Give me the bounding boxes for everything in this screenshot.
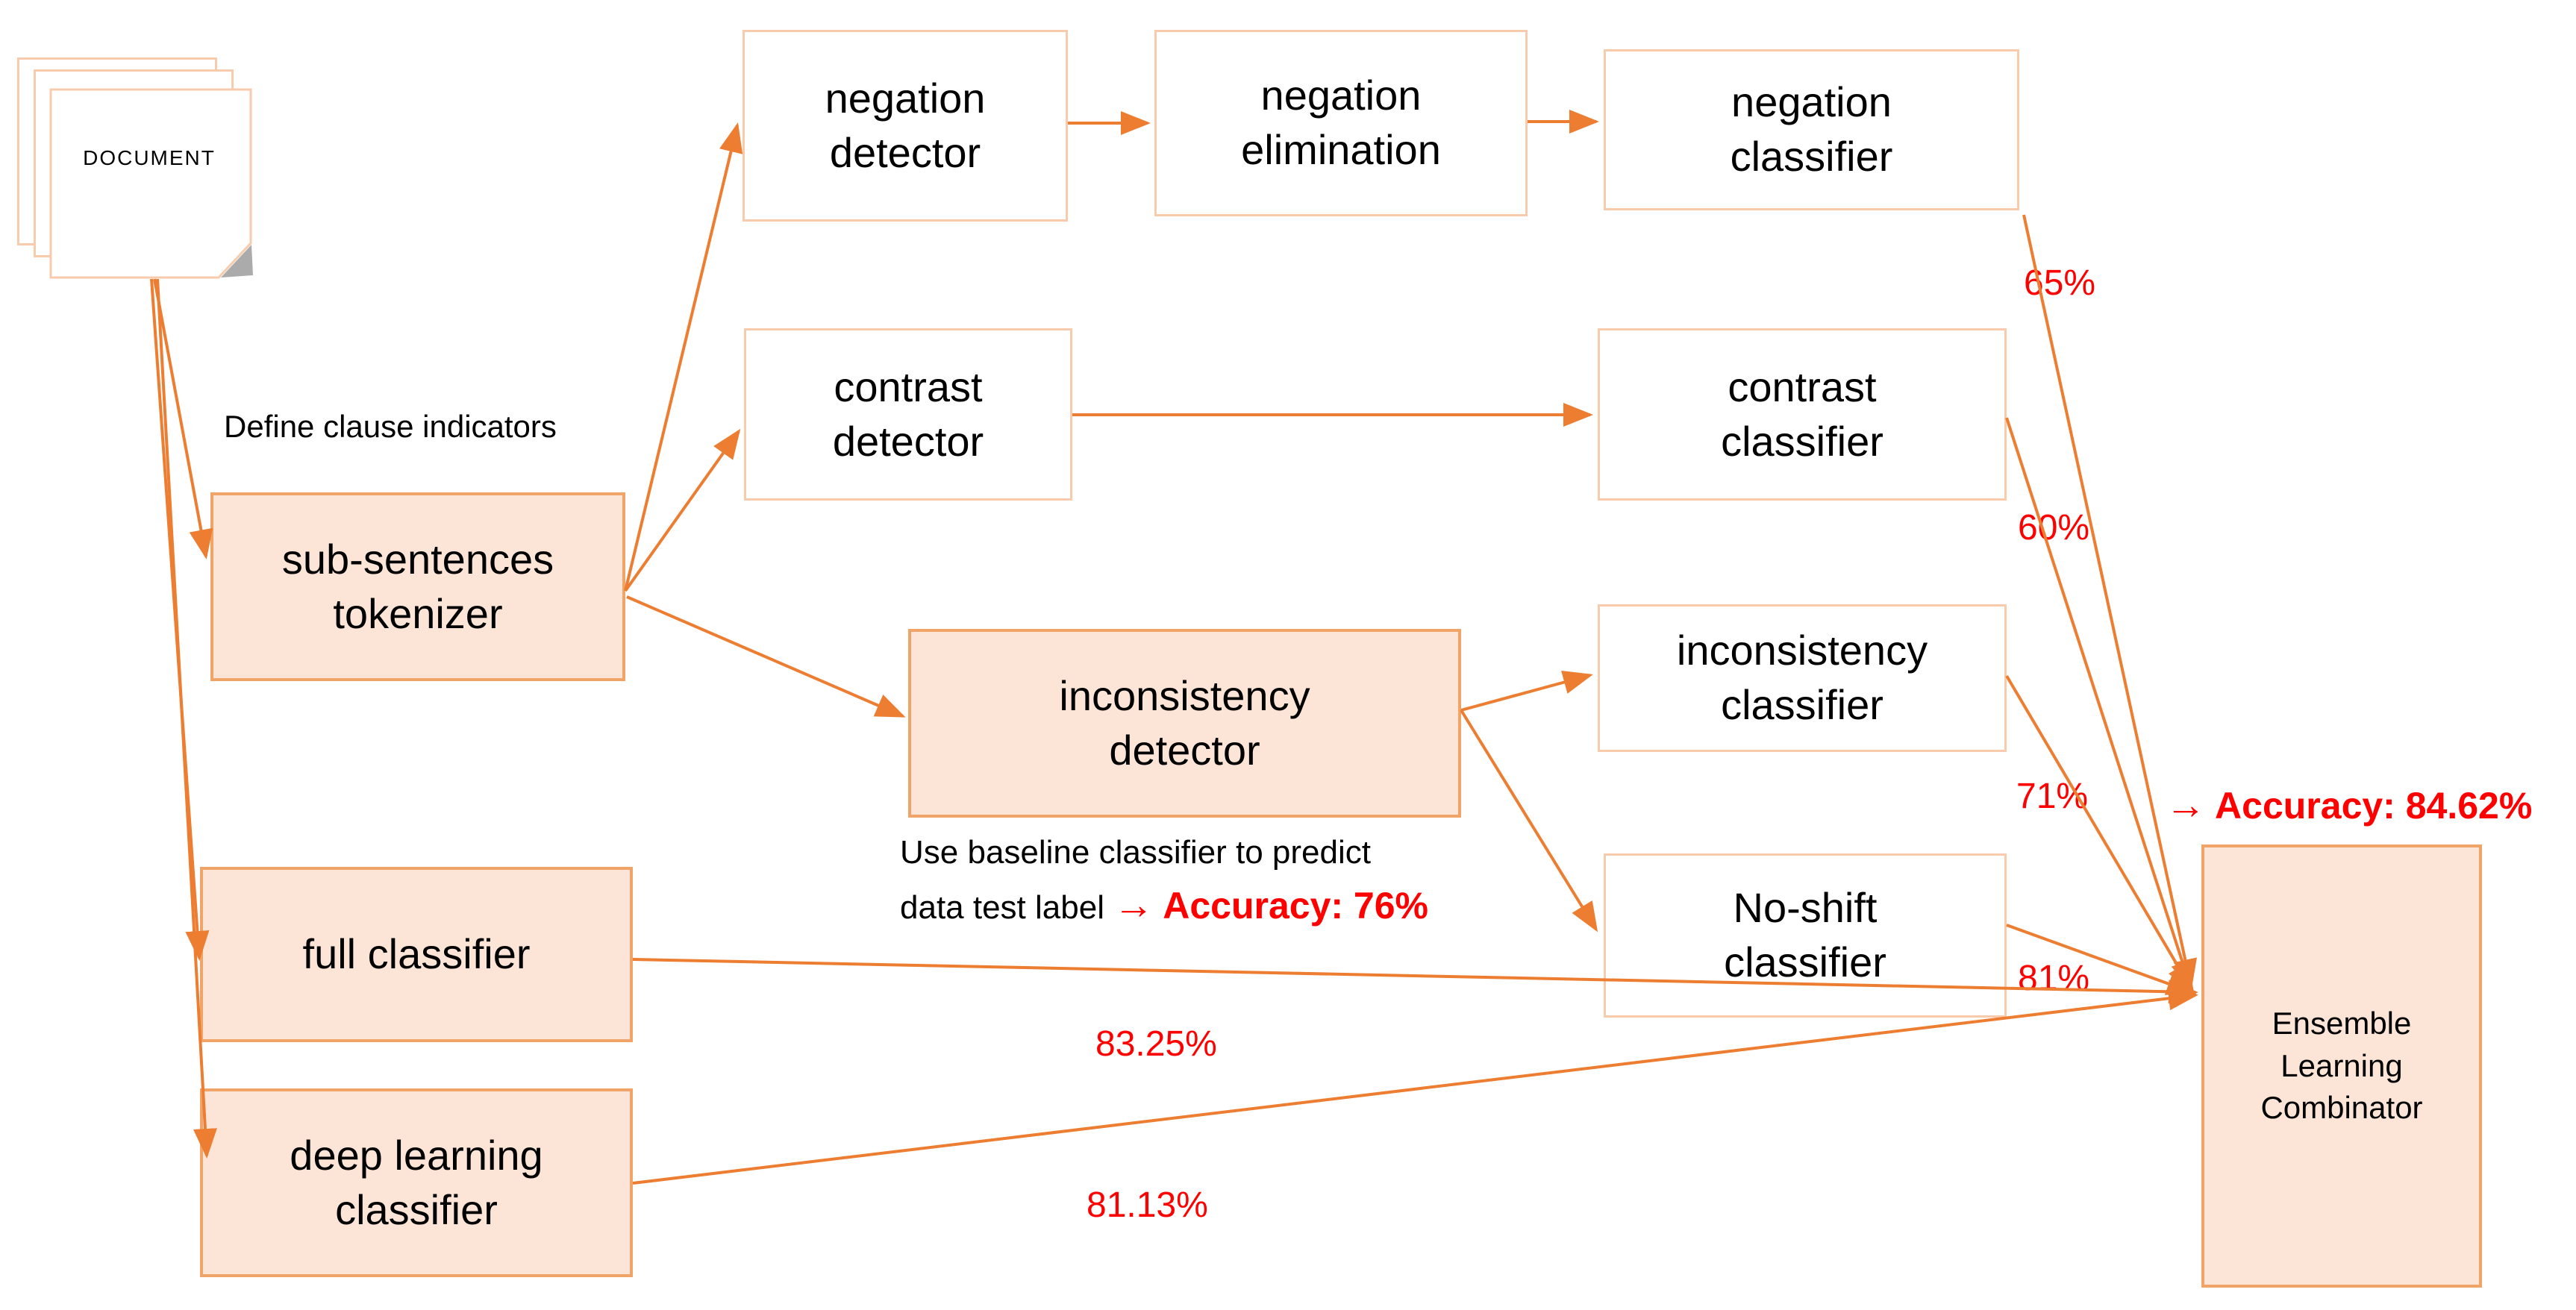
node-negation-elimination: negation elimination bbox=[1154, 30, 1528, 216]
node-inconsistency-classifier: inconsistency classifier bbox=[1598, 604, 2007, 752]
node-deep-learning-classifier: deep learning classifier bbox=[200, 1088, 633, 1277]
metric-negation-classifier: 65% bbox=[2024, 263, 2096, 303]
ensemble-accuracy-value: Accuracy: 84.62% bbox=[2206, 785, 2533, 827]
arrow-document-to-tokenizer bbox=[153, 278, 213, 560]
baseline-note-line1: Use baseline classifier to predict bbox=[900, 834, 1371, 871]
arrow-negation-classifier-to-ensemble bbox=[2022, 214, 2198, 989]
red-arrow-icon: → bbox=[2166, 783, 2206, 827]
arrow-contrast-classifier-to-ensemble bbox=[2005, 417, 2195, 991]
arrow-document-to-full-classifier bbox=[150, 278, 210, 961]
node-ensemble-learning-combinator: Ensemble Learning Combinator bbox=[2201, 844, 2482, 1288]
arrow-inconsistency-detector-to-noshift bbox=[1460, 709, 1598, 933]
metric-full-classifier: 83.25% bbox=[1095, 1024, 1217, 1064]
node-contrast-classifier: contrast classifier bbox=[1598, 328, 2007, 501]
metric-inconsistency-classifier: 71% bbox=[2016, 777, 2089, 816]
baseline-note-black-text: data test label bbox=[900, 889, 1114, 926]
node-sub-sentences-tokenizer: sub-sentences tokenizer bbox=[210, 492, 625, 681]
node-contrast-detector: contrast detector bbox=[744, 328, 1072, 501]
arrow-tokenizer-to-contrast-detector bbox=[624, 428, 741, 592]
metric-deep-learning-classifier: 81.13% bbox=[1087, 1185, 1208, 1225]
metric-contrast-classifier: 60% bbox=[2018, 508, 2090, 548]
node-full-classifier: full classifier bbox=[200, 867, 633, 1042]
arrow-tokenizer-to-negation-detector bbox=[624, 122, 743, 592]
define-clause-note: Define clause indicators bbox=[224, 409, 557, 444]
node-negation-detector: negation detector bbox=[743, 30, 1068, 222]
arrow-inconsistency-detector-to-classifier bbox=[1460, 670, 1593, 712]
node-inconsistency-detector: inconsistency detector bbox=[908, 629, 1461, 818]
baseline-accuracy-value: Accuracy: 76% bbox=[1154, 885, 1429, 927]
node-no-shift-classifier: No-shift classifier bbox=[1604, 853, 2007, 1018]
metric-no-shift-classifier: 81% bbox=[2018, 959, 2090, 998]
document-icon-label: DOCUMENT bbox=[83, 146, 216, 169]
baseline-note-line2: data test label → Accuracy: 76% bbox=[900, 882, 1428, 928]
arrow-inconsistency-classifier-to-ensemble bbox=[2005, 674, 2195, 994]
arrow-deep-classifier-to-ensemble bbox=[632, 986, 2198, 1185]
arrow-tokenizer-to-inconsistency-detector bbox=[626, 595, 906, 718]
red-arrow-icon: → bbox=[1113, 883, 1154, 927]
ensemble-accuracy-note: → Accuracy: 84.62% bbox=[2166, 782, 2532, 828]
node-negation-classifier: negation classifier bbox=[1604, 49, 2019, 210]
